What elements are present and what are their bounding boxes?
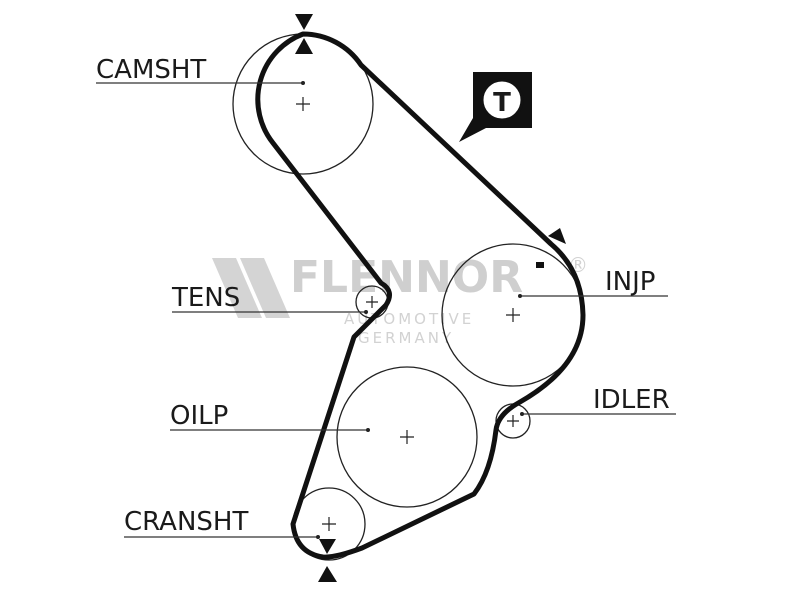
label-leaders bbox=[96, 82, 676, 538]
idler-centre bbox=[507, 415, 519, 427]
oil-pump-label: OILP bbox=[170, 401, 228, 431]
injection-pump-label: INJP bbox=[605, 267, 655, 297]
watermark-brand: FLENNOR bbox=[290, 252, 523, 303]
label-leader-dots bbox=[301, 81, 524, 539]
idler-label: IDLER bbox=[593, 385, 670, 415]
injection-pump-timing-mark bbox=[548, 228, 566, 244]
injection-pump-timing-dot bbox=[536, 262, 544, 268]
timing-belt bbox=[255, 31, 586, 560]
tensioner-badge: T bbox=[459, 72, 532, 142]
crankshaft-timing-mark-bottom bbox=[318, 566, 337, 582]
tensioner-label: TENS bbox=[171, 283, 240, 313]
tensioner-centre bbox=[366, 296, 378, 308]
watermark-line2: GERMANY bbox=[358, 329, 454, 347]
camshaft-timing-mark-top bbox=[295, 14, 313, 30]
crankshaft-label: CRANSHT bbox=[124, 507, 248, 537]
injection-pump-centre bbox=[506, 308, 520, 322]
watermark-logo bbox=[212, 258, 290, 318]
camshaft-timing-mark-bottom bbox=[295, 38, 313, 54]
crankshaft-timing-mark-top bbox=[319, 539, 336, 554]
camshaft-label: CAMSHT bbox=[96, 55, 206, 85]
timing-marks bbox=[295, 14, 566, 582]
crankshaft-centre bbox=[322, 517, 336, 531]
watermark: FLENNOR ® AUTOMOTIVE GERMANY bbox=[212, 252, 588, 347]
pulley-centres bbox=[296, 97, 520, 531]
oil-pump-centre bbox=[400, 430, 414, 444]
tensioner-badge-letter: T bbox=[493, 88, 511, 118]
camshaft-centre bbox=[296, 97, 310, 111]
oil-pump-pulley bbox=[336, 366, 478, 508]
